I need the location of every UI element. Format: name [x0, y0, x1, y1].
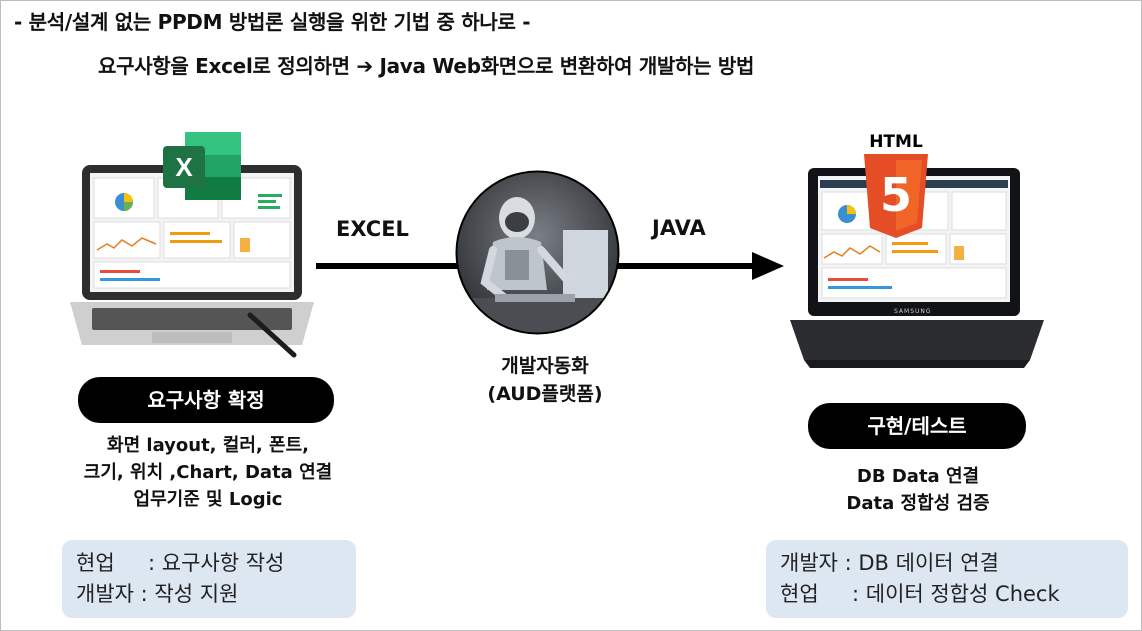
samsung-brand: SAMSUNG: [894, 308, 932, 315]
left-roles-box: 현업 : 요구사항 작성 개발자 : 작성 지원: [62, 540, 356, 618]
html5-icon: HTML 5: [862, 132, 930, 240]
requirements-desc-line-2: 크기, 위치 ,Chart, Data 연결: [83, 462, 333, 483]
right-roles-box: 개발자 : DB 데이터 연결 현업 : 데이터 정합성 Check: [766, 540, 1128, 618]
excel-flow-label: EXCEL: [336, 217, 409, 241]
implement-desc-line-2: Data 정합성 검증: [846, 493, 990, 514]
implement-desc-line-1: DB Data 연결: [856, 466, 980, 487]
robot-image: [455, 170, 620, 335]
right-role-line-2: 현업 : 데이터 정합성 Check: [780, 582, 1060, 606]
left-role-line-1: 현업 : 요구사항 작성: [76, 551, 285, 575]
implement-description: DB Data 연결 Data 정합성 검증: [790, 463, 1046, 517]
heading-line-1: - 분석/설계 없는 PPDM 방법론 실행을 위한 기법 중 하나로 -: [14, 10, 531, 34]
requirements-desc-line-3: 업무기준 및 Logic: [133, 489, 283, 510]
java-flow-label: JAVA: [652, 216, 706, 240]
html5-label: HTML: [869, 132, 923, 152]
left-laptop-illustration: [62, 140, 322, 360]
heading-line-2: 요구사항을 Excel로 정의하면 ➔ Java Web화면으로 변환하여 개발…: [98, 54, 755, 78]
excel-icon: X: [163, 130, 243, 202]
requirements-description: 화면 layout, 컬러, 폰트, 크기, 위치 ,Chart, Data 연…: [38, 432, 378, 513]
automation-caption-line-1: 개발자동화: [501, 355, 589, 377]
right-role-line-1: 개발자 : DB 데이터 연결: [780, 551, 999, 575]
requirements-confirm-pill: 요구사항 확정: [78, 377, 334, 423]
implement-test-pill: 구현/테스트: [808, 403, 1026, 449]
automation-caption-line-2: (AUD플랫폼): [487, 383, 603, 405]
html5-number: 5: [879, 168, 912, 222]
requirements-desc-line-1: 화면 layout, 컬러, 폰트,: [107, 435, 309, 456]
automation-caption: 개발자동화 (AUD플랫폼): [460, 352, 630, 408]
left-laptop-graphic: [70, 165, 314, 358]
excel-icon-letter: X: [175, 152, 193, 182]
left-role-line-2: 개발자 : 작성 지원: [76, 582, 239, 606]
